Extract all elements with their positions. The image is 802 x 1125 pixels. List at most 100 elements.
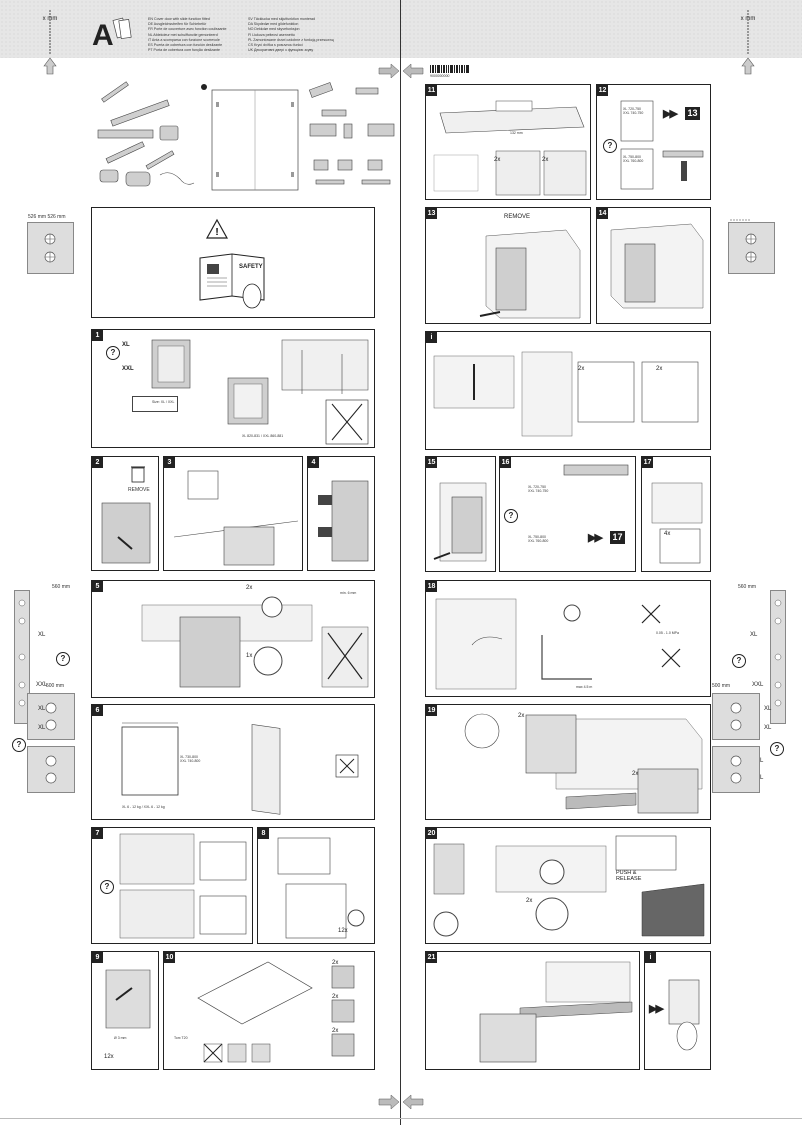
step-18-panel: 18 0.05 - 1.0 MPa max 4.5 m — [425, 580, 711, 697]
wrong-install-icon — [321, 626, 369, 688]
step-number: 20 — [426, 828, 437, 839]
dishwasher-open-illustration — [227, 377, 269, 425]
right-question-2: ? — [770, 742, 784, 756]
water-connection-diagram — [435, 598, 681, 690]
step-number: 15 — [426, 457, 437, 468]
step-number: 11 — [426, 85, 437, 96]
adjust-top-diagram — [563, 464, 629, 476]
right-xl-3: XL — [764, 725, 772, 731]
step-1-panel: 1 ? XL XXL Size: XL / XXL XL 820-831 / X… — [91, 329, 375, 448]
header-pattern — [0, 0, 802, 58]
anchor-detail-diagram — [433, 150, 587, 196]
step-5-panel: 5 2x 1x min. 6 mm — [91, 580, 375, 698]
plinth-diagram — [479, 961, 633, 1063]
drill-template-diagram — [105, 969, 151, 1029]
step-number: 9 — [92, 952, 103, 963]
push-release-diagram — [615, 835, 705, 937]
qty-2x: 2x — [246, 585, 253, 591]
barcode-icon — [430, 65, 469, 73]
door-side-diagram — [251, 724, 359, 815]
tools-illustration — [97, 81, 195, 187]
right-dim-arrow-icon — [730, 219, 750, 221]
door-flat-diagram — [197, 961, 313, 1025]
torx-label: Torx T20 — [174, 1036, 188, 1040]
door-panel-diagram — [121, 722, 179, 796]
qty-1x: 1x — [246, 653, 253, 659]
left-xxl-1: XXL — [36, 682, 48, 688]
barcode-number: 9000000000 — [430, 74, 450, 78]
rating-plate-text: Size: XL / XXL — [152, 400, 175, 404]
adjust-detail-diagram — [662, 150, 704, 181]
step-number: 8 — [258, 828, 269, 839]
door-height-dims: XL 730-800 XXL 740-800 — [180, 755, 201, 763]
side-rail-left — [14, 590, 30, 724]
adjustment-detail-diagram — [521, 351, 699, 437]
side-mm-small-right: 500 mm — [712, 683, 731, 689]
step-19-panel: 19 2x 2x — [425, 704, 711, 820]
hinge-plate-xxl-right — [712, 746, 760, 793]
range-2: XL 750-800 XXL 760-800 — [528, 535, 549, 543]
left-question-1: ? — [56, 652, 70, 666]
doc-icon — [112, 17, 132, 40]
step-2-panel: 2 REMOVE — [91, 456, 159, 571]
range-2: XL 750-800 XXL 760-800 — [623, 155, 644, 163]
goto-arrows-icon: ▶▶ — [588, 532, 603, 544]
step-8-panel: 8 12x — [257, 827, 375, 944]
step-6-panel: 6 XL 730-800 XXL 740-800 XL 6 - 12 kg / … — [91, 704, 375, 820]
dishwasher-in-niche-diagram — [479, 229, 581, 319]
niche-diagram — [281, 339, 369, 445]
step-7-panel: 7 ? — [91, 827, 253, 944]
next-arrows-icon: ▶▶ — [649, 1003, 664, 1015]
goto-step: 13 — [685, 107, 700, 120]
qty-2x: 2x — [526, 898, 533, 904]
hinge-detail-diagram — [464, 713, 500, 749]
safety-book-icon: ! — [199, 218, 265, 309]
qty-2x-a: 2x — [518, 713, 525, 719]
step-11-panel: 11 132 mm 2x 2x — [425, 84, 591, 200]
info-icon: i — [426, 332, 437, 343]
question-icon: ? — [106, 346, 120, 360]
trash-bin-icon — [131, 466, 145, 483]
hinge-plate-xl-right — [712, 693, 760, 740]
bottom-rule — [0, 1118, 802, 1119]
qty-2x-c: 2x — [332, 1028, 339, 1034]
step-number: 10 — [164, 952, 175, 963]
left-xl-1: XL — [38, 632, 46, 638]
screw-fixing-diagram — [651, 482, 703, 564]
water-pressure: 0.05 - 1.0 MPa — [656, 631, 679, 635]
hose-length: max 4.5 m — [576, 685, 593, 689]
range-1: XL 720-750 XXL 740-750 — [623, 107, 644, 115]
push-release-label: PUSH & RELEASE — [616, 870, 642, 882]
step-15-panel: 15 — [425, 456, 496, 572]
goto-step: 17 — [610, 531, 625, 544]
side-mm-mid-right: 560 mm — [738, 584, 757, 590]
dishwasher-illustration — [151, 339, 191, 389]
install-diagram — [141, 596, 313, 688]
remove-label: REMOVE — [504, 214, 531, 220]
hardware-parts — [308, 82, 395, 185]
qty-12x: 12x — [338, 928, 348, 934]
size-xxl: XXL — [122, 366, 134, 372]
step-number: 2 — [92, 457, 103, 468]
door-fitting-diagram — [119, 833, 247, 939]
step-number: 14 — [597, 208, 608, 219]
bracket-detail-diagram — [331, 965, 355, 1057]
step-13-panel: 13 REMOVE — [425, 207, 591, 324]
qty-2x-b: 2x — [632, 771, 639, 777]
right-question-1: ? — [732, 654, 746, 668]
step-number: 16 — [500, 457, 511, 468]
left-question-2: ? — [12, 738, 26, 752]
cabinet-strip-illustration — [174, 470, 298, 566]
qty-4x: 4x — [664, 531, 671, 537]
side-mm-small-left: 500 mm — [46, 683, 65, 689]
question-icon: ? — [504, 509, 518, 523]
hinge-plate-xxl-left — [27, 746, 75, 793]
step-number: 18 — [426, 581, 437, 592]
left-xl-2: XL — [38, 706, 46, 712]
right-xl-2: XL — [764, 706, 772, 712]
clip-install-illustration — [318, 480, 369, 562]
height-dims: XL 820-831 / XXL 860-881 — [242, 434, 284, 438]
page-letter: A — [92, 19, 114, 52]
info-panel-1: i 2x 2x — [425, 331, 711, 450]
qty-12x: 12x — [104, 1054, 114, 1060]
